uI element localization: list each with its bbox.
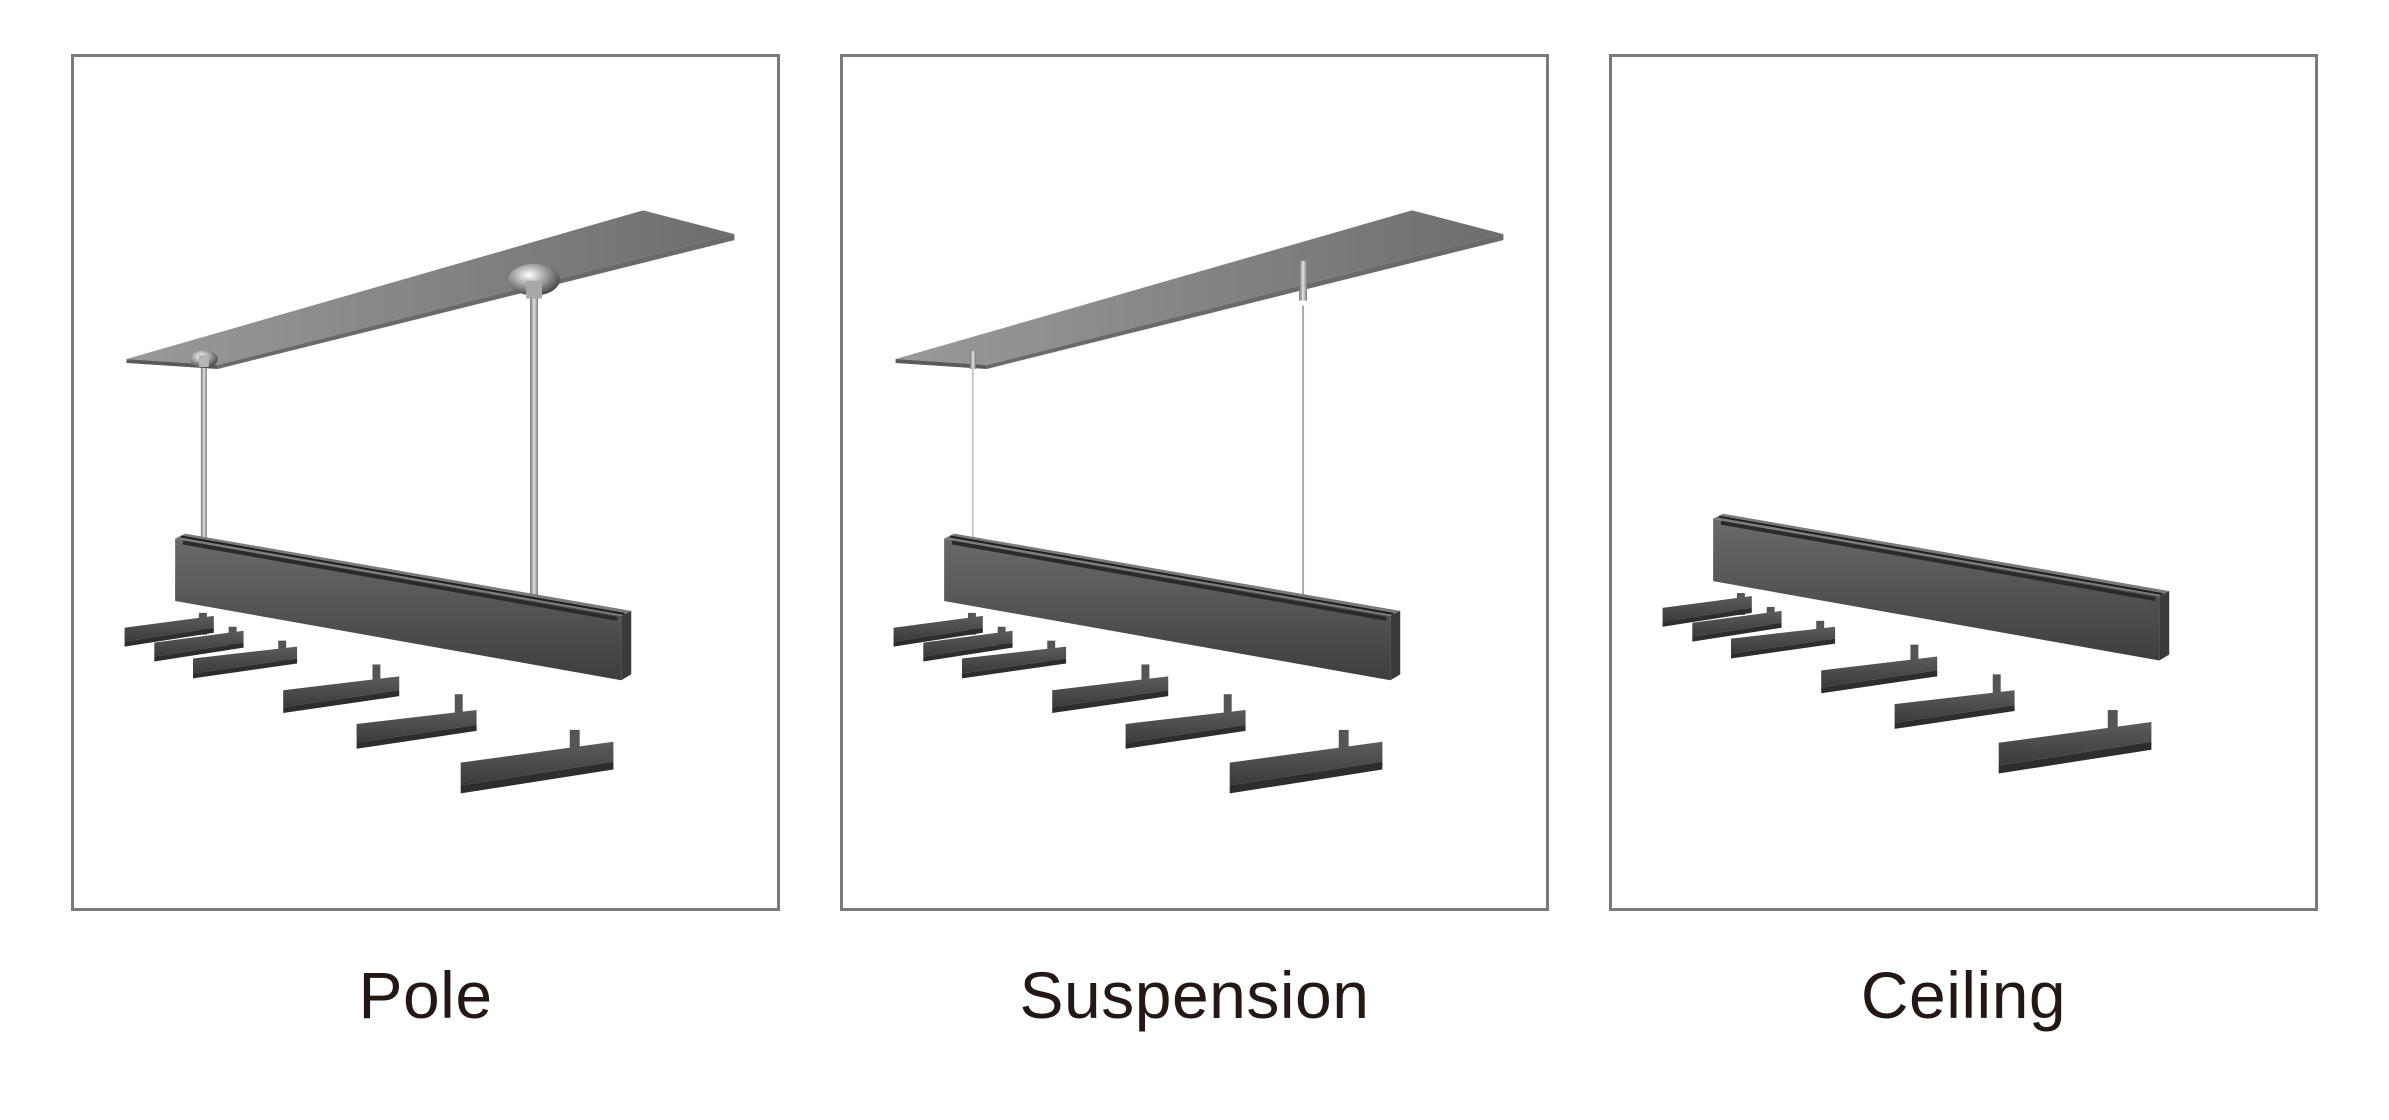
caption-suspension: Suspension <box>1019 958 1370 1032</box>
suspension-fixture-illustration <box>891 210 1504 796</box>
ceiling-fixture-illustration <box>1660 511 2172 776</box>
ceiling-mounting-panel <box>1609 54 2318 911</box>
suspension-mounting-panel <box>840 54 1549 911</box>
caption-ceiling: Ceiling <box>1860 958 2067 1032</box>
pole-mounting-panel <box>71 54 780 911</box>
caption-pole: Pole <box>358 958 493 1032</box>
pole-fixture-illustration <box>122 210 735 796</box>
